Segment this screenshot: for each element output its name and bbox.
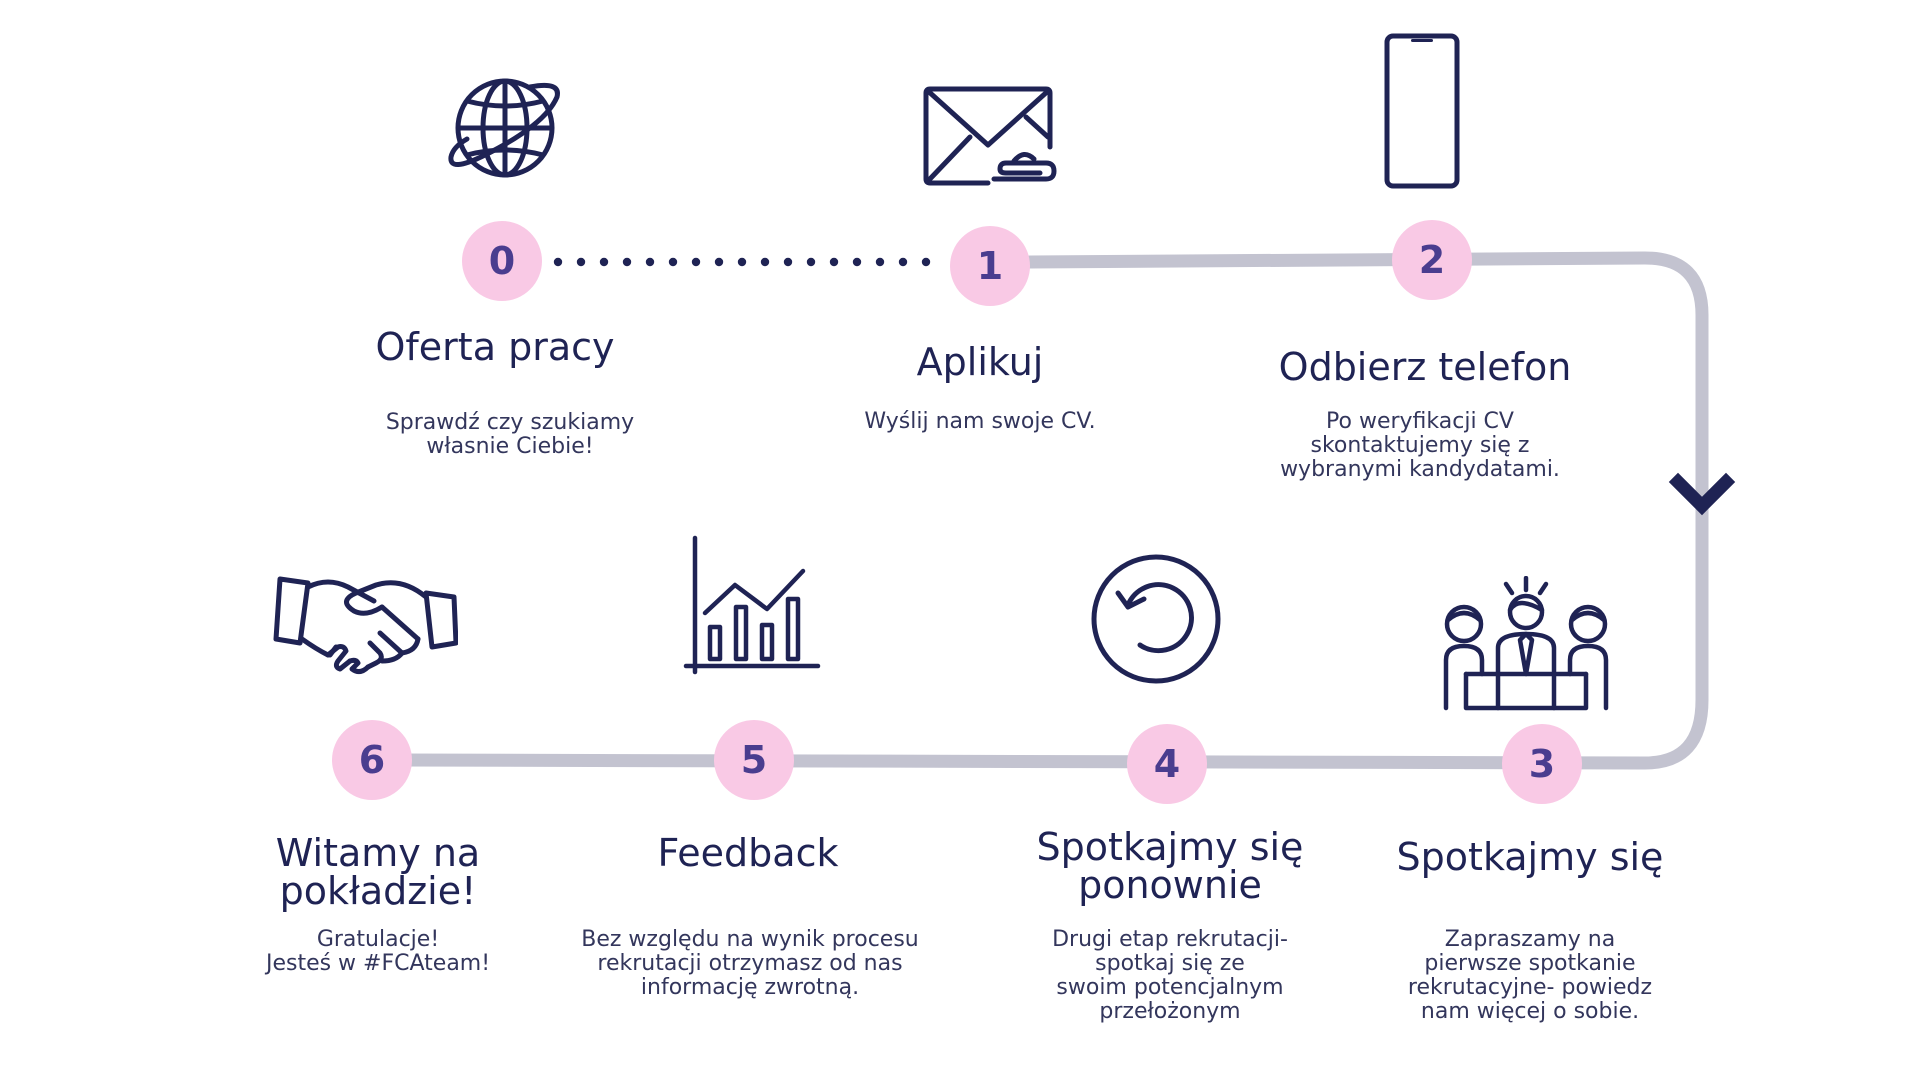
- step-title-2: Odbierz telefon: [1278, 345, 1572, 389]
- meeting-icon: [1443, 576, 1609, 711]
- step-title-1: Aplikuj: [916, 340, 1044, 384]
- globe-icon: [448, 78, 560, 178]
- step-badge-5: 5: [714, 720, 794, 800]
- step-badge-0: 0: [462, 221, 542, 301]
- step-badge-4: 4: [1127, 724, 1207, 804]
- step-description-6: Gratulacje! Jesteś w #FCAteam!: [265, 927, 491, 976]
- envelope-icon: [923, 86, 1057, 186]
- step-title-5: Feedback: [657, 831, 839, 875]
- step-badge-3: 3: [1502, 724, 1582, 804]
- step-description-1: Wyślij nam swoje CV.: [864, 409, 1096, 434]
- step-title-0: Oferta pracy: [375, 325, 615, 369]
- refresh-icon: [1091, 554, 1221, 684]
- step-badge-1: 1: [950, 226, 1030, 306]
- bar-chart-icon: [683, 535, 821, 675]
- step-badge-6: 6: [332, 720, 412, 800]
- step-description-5: Bez względu na wynik procesu rekrutacji …: [581, 927, 919, 1000]
- step-description-3: Zapraszamy na pierwsze spotkanie rekruta…: [1407, 927, 1653, 1024]
- step-description-4: Drugi etap rekrutacji- spotkaj się ze sw…: [1052, 927, 1288, 1024]
- smartphone-icon: [1384, 33, 1460, 189]
- handshake-icon: [273, 576, 458, 675]
- chevron-down-icon: [1668, 472, 1736, 516]
- step-badge-2: 2: [1392, 220, 1472, 300]
- step-title-4: Spotkajmy się ponownie: [1036, 825, 1304, 907]
- dotted-connector: [553, 257, 931, 267]
- step-title-3: Spotkajmy się: [1396, 835, 1664, 879]
- step-description-2: Po weryfikacji CV skontaktujemy się z wy…: [1280, 409, 1560, 482]
- step-title-6: Witamy na pokładzie!: [275, 831, 481, 913]
- step-description-0: Sprawdź czy szukiamy własnie Ciebie!: [385, 410, 635, 459]
